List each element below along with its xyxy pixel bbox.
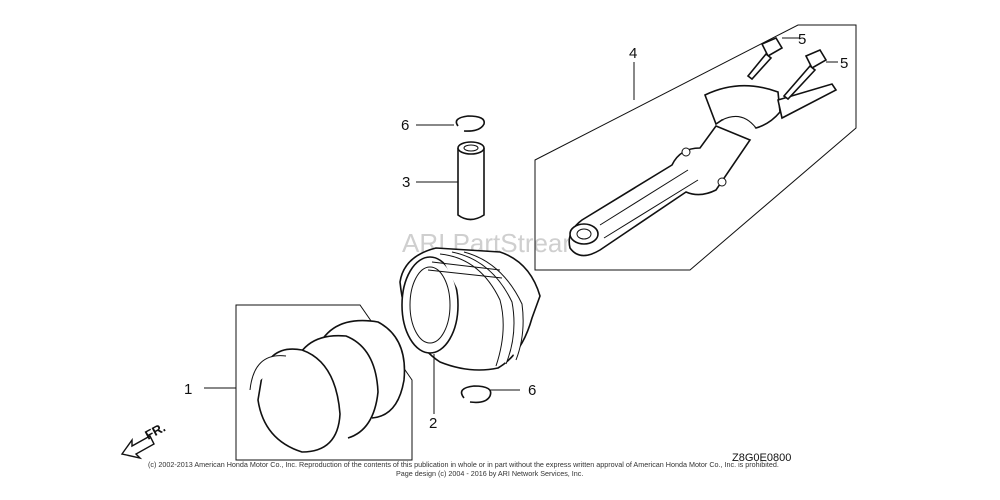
- bolt-shank: [746, 52, 773, 81]
- rod-bolt-hole-left: [681, 147, 691, 157]
- piston-pin-clip-upper[interactable]: [416, 115, 485, 132]
- piston-pin-clip-lower[interactable]: [460, 385, 520, 404]
- piston[interactable]: [399, 247, 541, 414]
- bolt-head: [760, 36, 784, 58]
- front-arrow-icon: [120, 435, 155, 460]
- pin-body: [457, 148, 485, 221]
- connecting-rod-group: [534, 24, 857, 271]
- clip-ring: [455, 115, 485, 132]
- callout-6b[interactable]: 6: [528, 382, 536, 399]
- callout-5b[interactable]: 5: [840, 55, 848, 72]
- diagram-code: Z8G0E0800: [732, 452, 791, 464]
- callout-5a[interactable]: 5: [798, 31, 806, 48]
- rod-dipper: [777, 83, 838, 120]
- rod-shank: [568, 125, 752, 257]
- bolt-head: [804, 48, 828, 70]
- copyright-line-2: Page design (c) 2004 - 2016 by ARI Netwo…: [396, 469, 583, 478]
- callout-6a[interactable]: 6: [401, 117, 409, 134]
- rod-big-end-inner: [721, 115, 757, 129]
- front-direction-marker: FR.: [120, 420, 168, 460]
- bolt-shank: [782, 64, 817, 101]
- callouts: 1 2 3 4 5 5 6 6: [184, 31, 848, 432]
- ring-oil-edge: [249, 355, 287, 391]
- callout-3[interactable]: 3: [402, 174, 410, 191]
- piston-ring-set[interactable]: [204, 304, 413, 461]
- rod-beam-lines: [599, 169, 699, 239]
- group-box-rod: [534, 24, 857, 271]
- rod-small-end-bore: [576, 228, 592, 240]
- copyright-line-1: (c) 2002-2013 American Honda Motor Co., …: [148, 460, 779, 469]
- group-box-rings: [235, 304, 413, 461]
- pin-bore: [463, 144, 479, 152]
- callout-2[interactable]: 2: [429, 415, 437, 432]
- clip-ring: [460, 385, 492, 404]
- ring-oil: [257, 348, 341, 453]
- piston-pin[interactable]: [416, 141, 485, 221]
- rod-bolt-hole-right: [717, 177, 727, 187]
- piston-ring-grooves: [439, 251, 524, 367]
- callout-1[interactable]: 1: [184, 381, 192, 398]
- piston-crown-inner: [409, 266, 451, 344]
- rod-bolt-lower[interactable]: [782, 48, 828, 101]
- rod-bolt-upper[interactable]: [746, 36, 784, 81]
- callout-4[interactable]: 4: [629, 45, 637, 62]
- piston-top-lands: [427, 261, 503, 279]
- connecting-rod[interactable]: [568, 83, 838, 257]
